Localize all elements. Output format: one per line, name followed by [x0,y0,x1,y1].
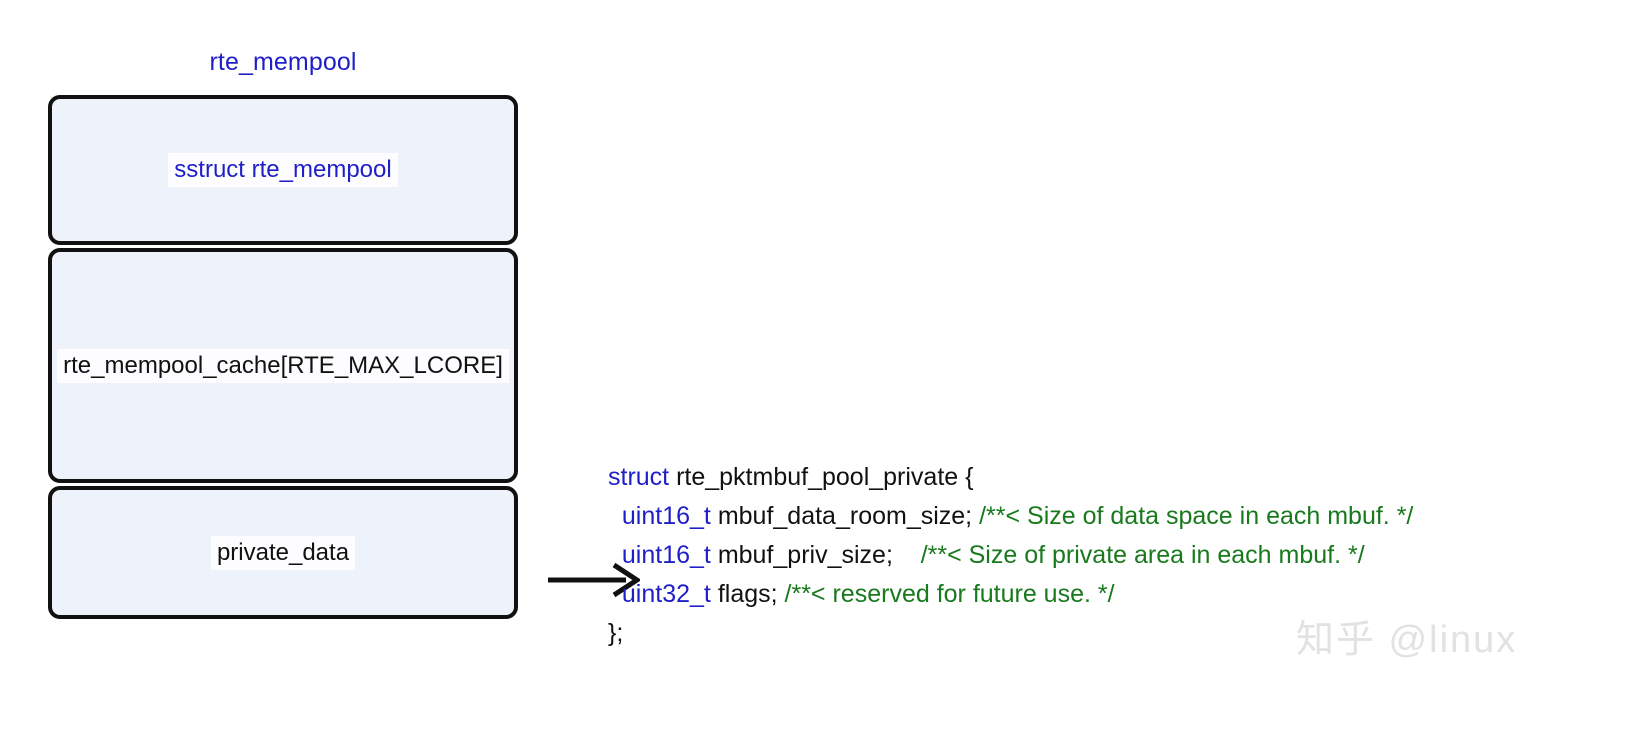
mempool-box-cache-label: rte_mempool_cache[RTE_MAX_LCORE] [57,348,509,383]
mempool-box-struct: sstruct rte_mempool [48,95,518,245]
line-mbuf-priv-size-comment: /**< Size of private area in each mbuf. … [920,541,1365,569]
line-flags-keyword: uint32_t [621,580,711,608]
line-mbuf-priv-size-keyword: uint16_t [621,541,711,569]
line-mbuf-data-room-size-comment: /**< Size of data space in each mbuf. */ [979,502,1414,530]
line-mbuf-priv-size: uint16_t mbuf_priv_size; /**< Size of pr… [608,536,1413,575]
line-flags: uint32_t flags; /**< reserved for future… [608,575,1413,614]
watermark: 知乎 @linux [1296,619,1518,661]
mempool-box-private-data-label: private_data [210,535,356,570]
code-block-rte-pktmbuf-pool-private: struct rte_pktmbuf_pool_private { uint16… [608,458,1413,653]
line-struct-open-keyword: struct [608,463,670,491]
mempool-box-cache: rte_mempool_cache[RTE_MAX_LCORE] [48,248,518,483]
line-struct-open-text: rte_pktmbuf_pool_private { [669,463,974,491]
line-mbuf-data-room-size-keyword: uint16_t [621,502,711,530]
line-mbuf-data-room-size-text: mbuf_data_room_size; [710,502,980,530]
line-struct-close: }; [608,614,1413,653]
page-title: rte_mempool [209,48,357,76]
line-struct-close-text: }; [608,619,624,647]
line-flags-text: flags; [710,580,785,608]
line-mbuf-data-room-size: uint16_t mbuf_data_room_size; /**< Size … [608,497,1413,536]
line-mbuf-priv-size-text: mbuf_priv_size; [710,541,921,569]
mempool-box-private-data: private_data [48,486,518,619]
arrow-right-icon [548,562,640,598]
mempool-box-struct-label: sstruct rte_mempool [168,153,398,187]
line-flags-comment: /**< reserved for future use. */ [784,580,1115,608]
line-struct-open: struct rte_pktmbuf_pool_private { [608,458,1413,497]
